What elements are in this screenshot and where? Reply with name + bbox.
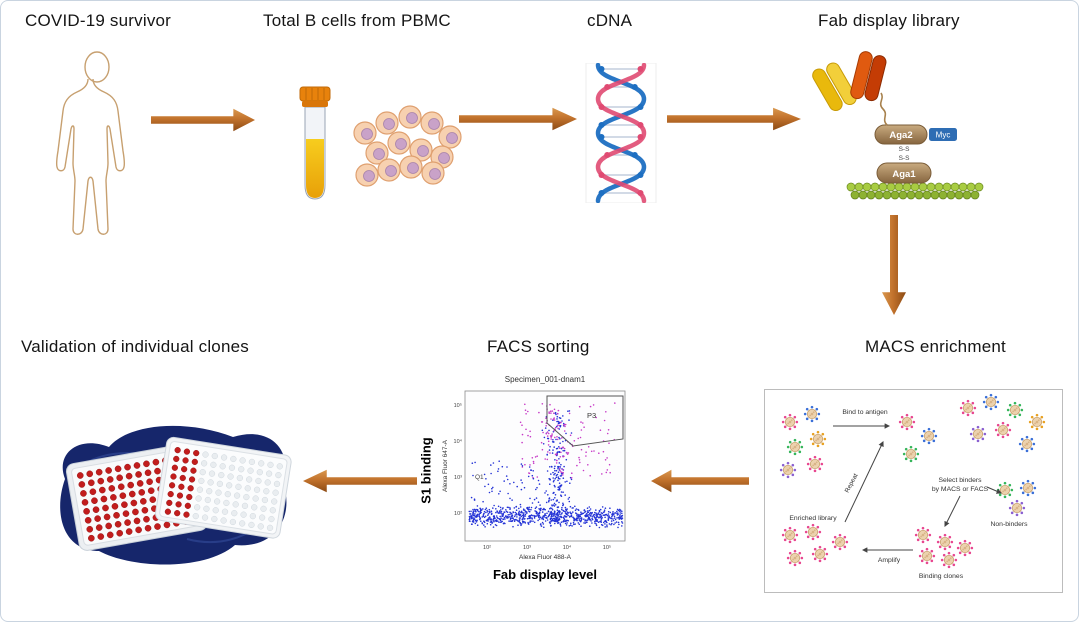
wells-partial [164,447,283,531]
y-tick-label: 10³ [454,475,462,481]
to-binding-clones-arrow [944,495,961,527]
well-plates-illustration [60,425,292,565]
macs-enrichment-panel: Bind to antigen Select binders by MACS o… [764,389,1063,593]
to-non-binders-arrow [986,486,1003,494]
yeast-library-particles [779,393,1046,569]
plot-frame [464,390,626,542]
aga2-label: Aga2 [889,130,912,141]
disulfide-bond-label: S-S [899,146,911,153]
human-figure-illustration [55,51,126,235]
facs-plot-block: S1 binding Specimen_001-dnam1 Alexa Fluo… [409,367,654,602]
y-tick-label: 10⁴ [454,438,463,445]
x-tick-label: 10² [483,545,491,551]
aga1-box [876,162,932,184]
test-tube-illustration [299,86,331,200]
y-tick-label: 10⁵ [454,402,462,409]
linker-squiggle [879,92,888,126]
y-tick-label: 10² [454,511,462,517]
select-binders-label-line1: Select binders [938,477,982,484]
disulfide-bond-label: S-S [899,155,911,162]
arrow-macs-to-facs [651,469,749,493]
label-covid-survivor: COVID-19 survivor [25,11,172,30]
label-cdna: cDNA [587,11,633,30]
fab-fragment [812,51,887,112]
arrow-cdna-to-fab [667,107,801,131]
arrow-facs-to-validation [303,469,417,493]
y-axis-label: Alexa Fluor 647-A [442,439,449,492]
fab-display-level-axis-label: Fab display level [492,567,598,582]
binding-clones-label: Binding clones [919,573,964,580]
x-tick-label: 10³ [523,545,531,551]
myc-tag-box [929,128,957,141]
x-axis-label: Alexa Fluor 488-A [519,554,572,561]
facs-scatter-plot: Specimen_001-dnam1 Alexa Fluor 647-A P3 … [442,375,626,561]
yeast-membrane [846,182,984,200]
aga2-box [874,124,928,145]
label-macs-enrichment: MACS enrichment [865,337,1006,356]
arrow-bcells-to-cdna [459,107,577,131]
gate-p3-label: P3 [587,411,596,420]
scatter-points [468,402,624,529]
gate-q1-label: Q1 [475,474,484,481]
well-plate-right [155,436,292,539]
dna-helix-illustration [585,63,657,203]
non-binders-label: Non-binders [990,521,1028,528]
repeat-label: Repeat [844,472,860,494]
x-tick-label: 10⁴ [563,544,572,551]
enriched-library-label: Enriched library [789,515,837,522]
fab-display-illustration: Aga1 S-S S-S Aga2 Myc [812,51,984,200]
select-binders-label-line2: by MACS or FACS [932,486,989,493]
label-total-b-cells: Total B cells from PBMC [263,11,451,30]
amplify-label: Amplify [878,557,901,564]
label-fab-display-library: Fab display library [818,11,960,30]
arrow-fab-to-macs [882,215,906,315]
aga1-label: Aga1 [892,169,916,180]
x-tick-label: 10⁵ [603,544,611,551]
myc-tag-label: Myc [936,131,951,140]
s1-binding-axis-label: S1 binding [418,437,434,504]
gate-p3-polygon [546,395,624,447]
bind-to-antigen-label: Bind to antigen [842,409,888,416]
b-cell-cluster-illustration [353,105,462,187]
label-facs-sorting: FACS sorting [487,337,590,356]
b-cells [353,105,462,187]
repeat-arrow [844,441,884,523]
label-validation: Validation of individual clones [21,337,249,356]
arrow-survivor-to-bcells [151,108,255,132]
plot-title: Specimen_001-dnam1 [505,375,586,384]
